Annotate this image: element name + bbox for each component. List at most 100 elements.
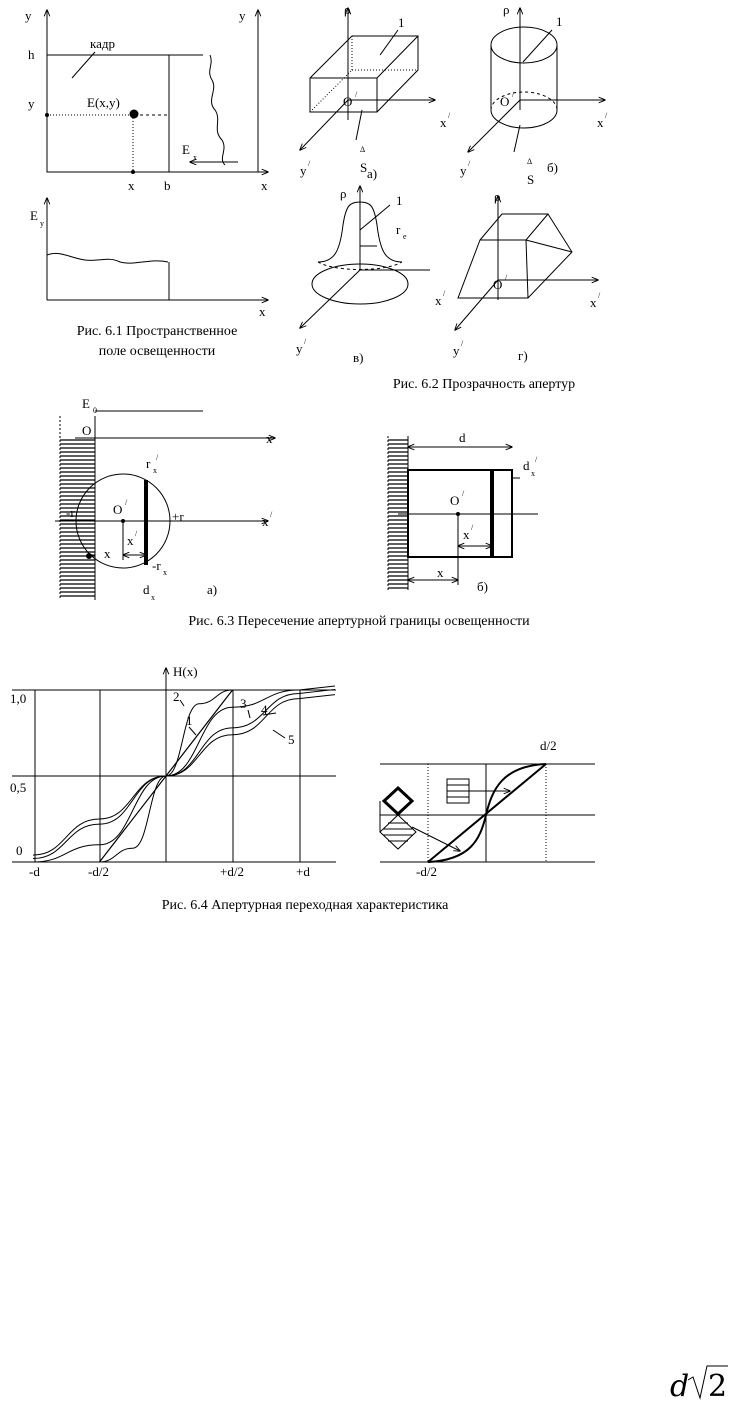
series-line-4 bbox=[32, 688, 336, 860]
re-v: r bbox=[396, 222, 401, 237]
plus-r-label: +r bbox=[172, 509, 184, 524]
x-axis-label: x bbox=[261, 178, 268, 193]
right-top-label: d/2 bbox=[540, 738, 557, 753]
xp-label-a: x bbox=[262, 514, 269, 529]
svg-text:/: / bbox=[462, 489, 465, 498]
tick-x-pd2: +d/2 bbox=[220, 864, 244, 879]
svg-text:x: x bbox=[531, 469, 535, 478]
point-e bbox=[129, 109, 139, 119]
x-label-a: x bbox=[266, 431, 273, 446]
transfer-curve bbox=[427, 763, 547, 863]
svg-text:e: e bbox=[403, 232, 407, 241]
x-label-b: x bbox=[437, 565, 444, 580]
label-a: а) bbox=[207, 582, 217, 597]
x-low-label-a: x bbox=[104, 546, 111, 561]
fig-6-3: E 0 O x r x / -r +r O / x / x / x -r x d… bbox=[55, 396, 538, 629]
fig-6-4-chart: H(x) 1,0 0,5 0 -d -d/2 +d/2 +d 1 2 3 4 5 bbox=[10, 664, 336, 879]
xp-label-b: x bbox=[463, 527, 470, 542]
svg-text:/: / bbox=[156, 453, 159, 462]
formula-two: 2 bbox=[708, 1369, 727, 1404]
yp-g: y bbox=[453, 343, 460, 358]
origin-label-a: O bbox=[113, 502, 122, 517]
svg-text:/: / bbox=[135, 529, 138, 538]
fig-6-2: ρ 1 O / x / y / Δ S а) ρ 1 O / x / y / Δ… bbox=[296, 2, 608, 392]
label-v: в) bbox=[353, 350, 363, 365]
svg-text:x: x bbox=[153, 466, 157, 475]
fig-6-1: y y h y кадр E(x,y) E x x b x E y x Рис.… bbox=[25, 8, 268, 359]
svg-text:x: x bbox=[163, 568, 167, 577]
minus-rx-label: -r bbox=[152, 558, 161, 573]
aperture-pyramid bbox=[457, 213, 573, 299]
fig63-caption: Рис. 6.3 Пересечение апертурной границы … bbox=[188, 614, 530, 629]
e0-label: E bbox=[82, 396, 90, 411]
dx-label-a: d bbox=[143, 582, 150, 597]
one-v: 1 bbox=[396, 193, 403, 208]
curve-label-3: 3 bbox=[240, 696, 247, 711]
rho-a: ρ bbox=[344, 2, 351, 17]
fig61-caption-line2: поле освещенности bbox=[99, 344, 216, 359]
minus-r-label: -r bbox=[66, 505, 75, 520]
svg-text:0: 0 bbox=[93, 406, 97, 415]
origin-g: O bbox=[493, 277, 502, 292]
label-b: б) bbox=[477, 579, 488, 594]
point-label: E(x,y) bbox=[87, 95, 120, 110]
sqrt-sign bbox=[687, 1365, 728, 1400]
svg-text:/: / bbox=[461, 339, 464, 348]
b-mark: b bbox=[164, 178, 171, 193]
rho-g: ρ bbox=[494, 189, 501, 204]
rx-label: r bbox=[146, 456, 151, 471]
xp-g: x bbox=[590, 295, 597, 310]
one-a: 1 bbox=[398, 15, 405, 30]
curve-label-5: 5 bbox=[288, 732, 295, 747]
y-axis-label: H(x) bbox=[173, 664, 198, 679]
ex-sub: x bbox=[193, 153, 197, 162]
rho-b: ρ bbox=[503, 2, 510, 17]
svg-text:/: / bbox=[270, 510, 273, 519]
delta-b: Δ bbox=[527, 157, 532, 166]
fig61-caption-line1: Рис. 6.1 Пространственное bbox=[77, 324, 238, 339]
curve-label-4: 4 bbox=[261, 702, 268, 717]
aperture-bell bbox=[317, 201, 403, 263]
kadr-label: кадр bbox=[90, 36, 115, 51]
svg-text:/: / bbox=[448, 111, 451, 120]
o-label: O bbox=[82, 423, 91, 438]
formula-d-sqrt2: d 2 bbox=[670, 1365, 728, 1404]
tick-x-pd: +d bbox=[296, 864, 310, 879]
origin-label-b: O bbox=[450, 493, 459, 508]
svg-text:x: x bbox=[151, 593, 155, 602]
tick-y-0: 0 bbox=[16, 843, 23, 858]
xp-v: x bbox=[435, 293, 442, 308]
diamond-aperture-icon bbox=[381, 785, 415, 817]
ey-sub: y bbox=[40, 219, 44, 228]
tick-y-05: 0,5 bbox=[10, 780, 26, 795]
fig64-caption: Рис. 6.4 Апертурная переходная характери… bbox=[162, 898, 449, 913]
curve-label-2: 2 bbox=[173, 689, 180, 704]
y-axis-label-left: y bbox=[25, 8, 32, 23]
kadr-leader bbox=[71, 51, 96, 79]
series-line-3 bbox=[32, 685, 336, 863]
x-axis-label-2: x bbox=[259, 304, 266, 319]
aperture-cylinder-top bbox=[490, 26, 558, 64]
tick-x-md2: -d/2 bbox=[88, 864, 109, 879]
h-label: h bbox=[28, 47, 35, 62]
s-a: S bbox=[360, 160, 367, 175]
tick-x-md: -d bbox=[29, 864, 40, 879]
svg-text:/: / bbox=[443, 289, 446, 298]
svg-text:/: / bbox=[512, 90, 515, 99]
delta-a: Δ bbox=[360, 145, 365, 154]
svg-text:/: / bbox=[535, 455, 538, 464]
svg-text:/: / bbox=[304, 337, 307, 346]
svg-text:/: / bbox=[471, 523, 474, 532]
ey-label: E bbox=[30, 208, 38, 223]
origin-a: O bbox=[343, 94, 352, 109]
svg-text:/: / bbox=[468, 159, 471, 168]
y-axis-label-right: y bbox=[239, 8, 246, 23]
right-bottom-label: -d/2 bbox=[416, 864, 437, 879]
label-g: г) bbox=[518, 348, 528, 363]
yp-v: y bbox=[296, 341, 303, 356]
xp-b: x bbox=[597, 115, 604, 130]
diamond-hatched-icon bbox=[379, 814, 417, 850]
ex-profile bbox=[209, 54, 226, 166]
svg-text:/: / bbox=[598, 291, 601, 300]
xp2-label-a: x bbox=[127, 533, 134, 548]
